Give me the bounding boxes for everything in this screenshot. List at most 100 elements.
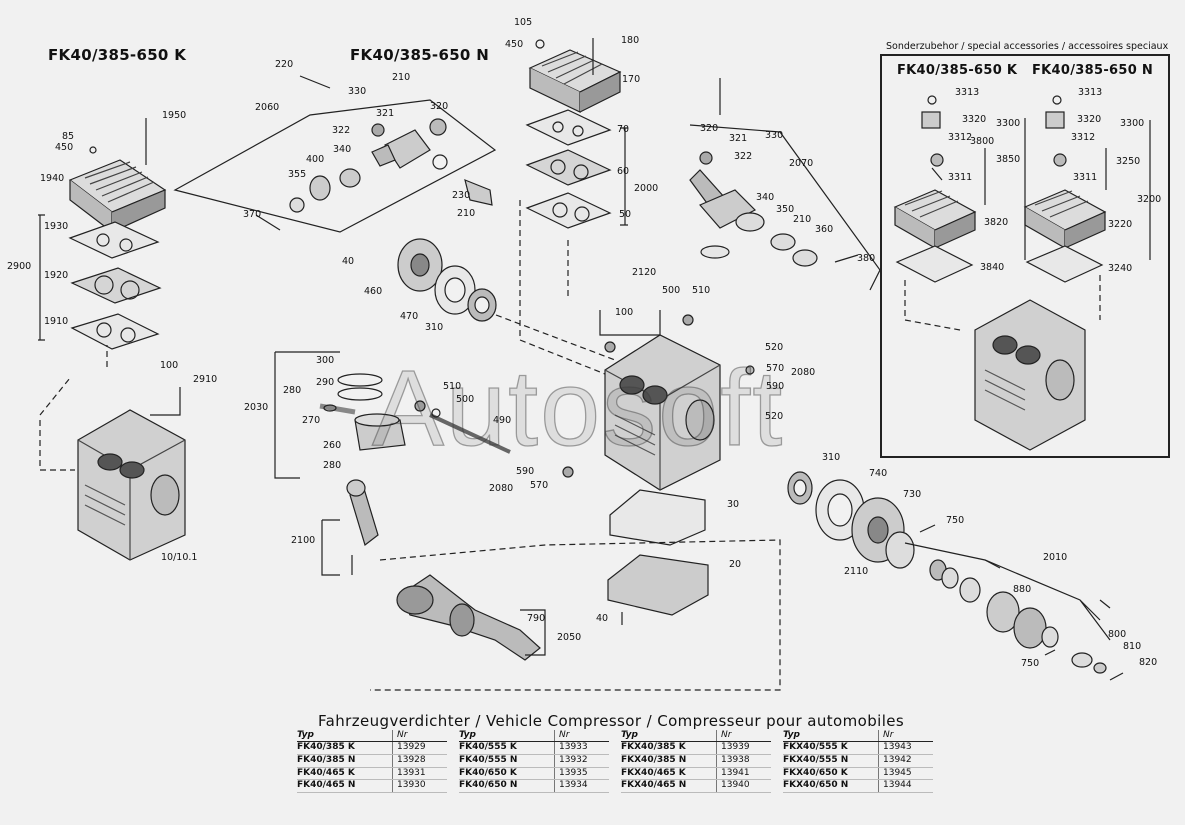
part-label: 3840 [980,262,1005,273]
accessories-box [880,54,1170,458]
part-label: 2010 [1043,552,1068,563]
part-label: 750 [946,515,965,526]
part-label: 3311 [1073,172,1098,183]
cell-nr: 13942 [878,754,933,767]
part-label: 350 [776,204,795,215]
part-label: 2070 [789,158,814,169]
header-nr: Nr [716,730,771,741]
part-label: 790 [527,613,546,624]
compressor-table-heading: Fahrzeugverdichter / Vehicle Compressor … [318,712,905,730]
part-label: 810 [1123,641,1142,652]
part-label: 322 [332,125,351,136]
part-label: 60 [617,166,630,177]
part-label: 800 [1108,629,1127,640]
cell-typ: FK40/465 N [297,780,356,791]
part-label: 370 [243,209,262,220]
part-label: 2910 [193,374,218,385]
part-label: 105 [514,17,533,28]
cell-typ: FK40/385 N [297,754,356,765]
header-nr: Nr [878,730,933,741]
part-label: 180 [621,35,640,46]
cell-typ: FK40/555 N [459,754,518,765]
part-label: 380 [857,253,876,264]
table-row: FK40/465 N 13930 [297,780,447,794]
part-label: 280 [283,385,302,396]
part-label: 320 [700,123,719,134]
part-label: 355 [288,169,307,180]
cell-nr: 13931 [392,767,447,780]
cell-typ: FK40/650 K [459,767,517,778]
part-label: 340 [756,192,775,203]
header-typ: Typ [297,730,314,740]
part-label: 320 [430,101,449,112]
gasket-70 [525,109,612,146]
part-label: 2120 [632,267,657,278]
part-label: 750 [1021,658,1040,669]
part-label: 2000 [634,183,659,194]
part-label: 520 [765,411,784,422]
cell-typ: FKX40/650 N [783,780,849,791]
part-label: 100 [615,307,634,318]
cell-typ: FKX40/465 N [621,780,687,791]
part-label: 520 [765,342,784,353]
part-label: 1950 [162,110,187,121]
cylinder-head-n [528,49,622,113]
part-label: 340 [333,144,352,155]
cell-typ: FKX40/555 N [783,754,849,765]
accessory-head-k [893,95,986,283]
part-label: 85 [62,131,75,142]
table-row: FK40/465 K 13931 [297,767,447,781]
crankshaft [396,574,541,661]
part-label: 2050 [557,632,582,643]
cell-nr: 13941 [716,767,771,780]
table-row: FK40/385 N 13928 [297,754,447,768]
cell-typ: FK40/465 K [297,767,355,778]
part-label: 220 [275,59,294,70]
cell-typ: FKX40/465 K [621,767,686,778]
part-label: 70 [617,124,630,135]
part-label: 450 [55,142,74,153]
header-nr: Nr [554,730,609,741]
part-label: 321 [376,108,395,119]
accessories-heading: Sonderzubehor / special accessories / ac… [886,41,1169,52]
part-label: 170 [622,74,641,85]
part-label: 3300 [996,118,1021,129]
cylinder-head-k [68,159,167,234]
oil-pan-gasket-30 [609,489,706,546]
part-label: 3850 [996,154,1021,165]
cell-typ: FKX40/385 K [621,742,686,752]
cell-nr: 13943 [878,742,933,754]
part-label: 30 [727,499,740,510]
part-label: 210 [793,214,812,225]
gasket-1930 [68,221,160,259]
part-label: 1920 [44,270,69,281]
part-label: 460 [364,286,383,297]
part-label: 500 [456,394,475,405]
part-label: 1930 [44,221,69,232]
bearing-310 [467,288,497,322]
cell-nr: 13928 [392,754,447,767]
header-typ: Typ [459,730,476,740]
crankcase-n [604,314,755,491]
part-label: 50 [619,209,632,220]
part-label: 270 [302,415,321,426]
part-label: 880 [1013,584,1032,595]
part-label: 400 [306,154,325,165]
flange-730 [851,497,915,569]
part-label: 210 [392,72,411,83]
part-label: 330 [348,86,367,97]
part-label: 40 [342,256,355,267]
gasket-1910 [70,313,160,350]
cell-nr: 13930 [392,780,447,793]
part-label: 1940 [40,173,65,184]
watermark: Autosoft [371,346,785,468]
